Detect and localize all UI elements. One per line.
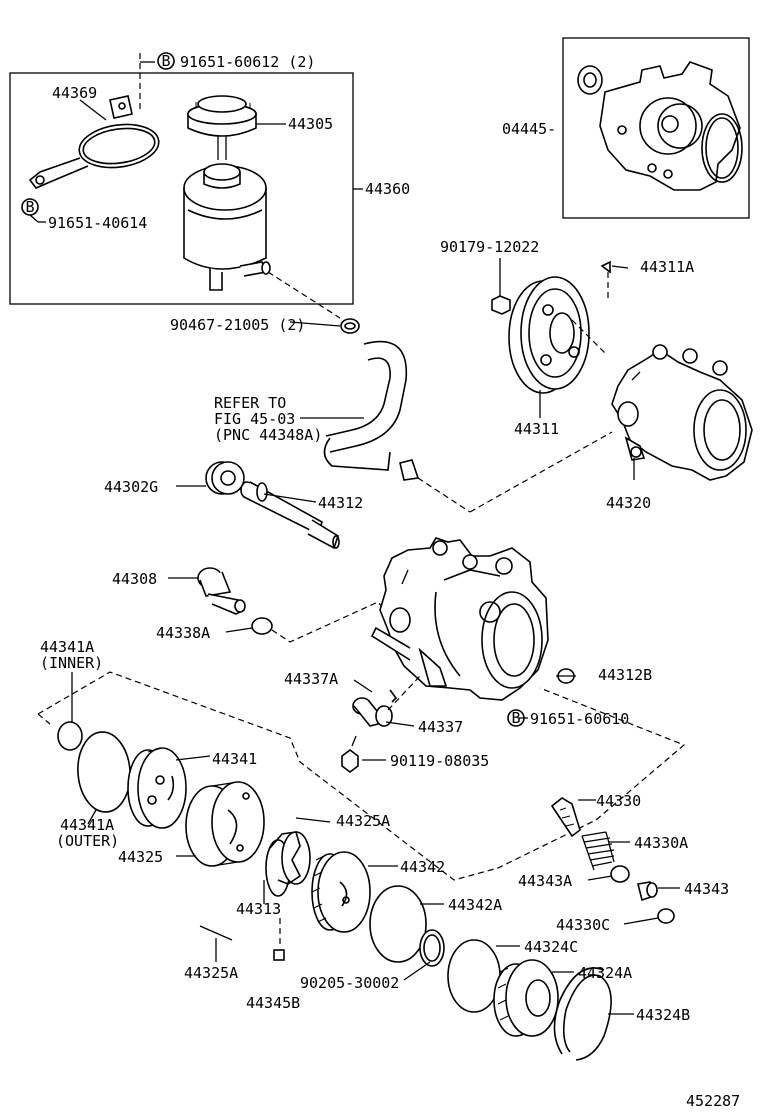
label-44369: 44369: [52, 84, 97, 102]
label-44311: 44311: [514, 420, 559, 438]
pulley-nut: [491, 258, 511, 315]
side-plate-44342: [311, 851, 371, 933]
label-44330c: 44330C: [556, 916, 610, 934]
snap-ring-44330c: [657, 908, 675, 924]
reservoir-clamp: [28, 95, 160, 189]
label-90119-08035: 90119-08035: [390, 752, 489, 770]
label-90205-30002: 90205-30002: [300, 974, 399, 992]
figure-number: 452287: [686, 1092, 740, 1110]
pin-44325a-lower: [199, 925, 233, 941]
label-inner: (INNER): [40, 654, 103, 672]
label-44312b: 44312B: [598, 666, 652, 684]
label-44341a-inner: 44341A: [40, 638, 94, 656]
pump-shaft: [240, 481, 340, 550]
spring-44330a: [581, 831, 615, 871]
pulley: [508, 276, 607, 394]
label-44325a-bottom: 44325A: [184, 964, 238, 982]
label-pnc-44348a: (PNC 44348A): [214, 426, 322, 444]
cam-ring: [185, 781, 265, 867]
label-44320: 44320: [606, 494, 651, 512]
o-ring-44343a: [610, 865, 630, 883]
side-plate-44341: [127, 747, 187, 829]
gasket-kit: [577, 61, 743, 191]
pin-44325a: [295, 817, 331, 823]
svg-text:B: B: [162, 52, 171, 70]
plug-44343: [637, 881, 658, 902]
label-91651-60612: 91651-60612 (2): [180, 53, 315, 71]
label-fig-45-03: FIG 45-03: [214, 410, 295, 428]
label-44325: 44325: [118, 848, 163, 866]
front-housing: [611, 344, 753, 481]
label-91651-40614: 91651-40614: [48, 214, 147, 232]
label-44343a: 44343A: [518, 872, 572, 890]
label-44330: 44330: [596, 792, 641, 810]
label-44341a-outer: 44341A: [60, 816, 114, 834]
label-44337a: 44337A: [284, 670, 338, 688]
b-marker-3: B: [507, 709, 525, 727]
label-91651-60610: 91651-60610: [530, 710, 629, 728]
label-44343: 44343: [684, 880, 729, 898]
seal-90205: [419, 929, 445, 967]
return-hose: [323, 340, 420, 481]
label-44305: 44305: [288, 115, 333, 133]
leader-lines: [38, 99, 680, 1015]
union-fitting: [197, 567, 246, 615]
o-ring-inner: [57, 721, 83, 751]
label-44308: 44308: [112, 570, 157, 588]
vane-44345b: [273, 949, 285, 961]
label-90179-12022: 90179-12022: [440, 238, 539, 256]
reservoir-tank: [183, 163, 271, 291]
hose-clip: [340, 318, 360, 334]
rotor: [263, 831, 311, 904]
o-ring-44342a: [369, 885, 427, 963]
b-marker-1: B: [157, 52, 175, 70]
label-90467-21005: 90467-21005 (2): [170, 316, 305, 334]
reservoir-group-box: [9, 72, 354, 305]
label-44311a: 44311A: [640, 258, 694, 276]
label-44324a: 44324A: [578, 964, 632, 982]
label-refer-to: REFER TO: [214, 394, 286, 412]
svg-text:B: B: [26, 198, 35, 216]
snap-ring-44324b: [562, 974, 612, 1061]
rear-cover: [493, 959, 559, 1037]
label-44341: 44341: [212, 750, 257, 768]
bolt-90119: [341, 735, 359, 773]
o-ring-44324c: [447, 939, 501, 1013]
label-44324b: 44324B: [636, 1006, 690, 1024]
label-44313: 44313: [236, 900, 281, 918]
label-44345b: 44345B: [246, 994, 300, 1012]
o-ring-outer: [77, 731, 131, 813]
outlet-fitting: [352, 689, 398, 727]
b-marker-2: B: [21, 198, 39, 216]
woodruff-key: [600, 260, 611, 274]
bearing: [205, 461, 245, 495]
label-44338a: 44338A: [156, 624, 210, 642]
label-44342: 44342: [400, 858, 445, 876]
label-44337: 44337: [418, 718, 463, 736]
gasket-kit-box: [562, 37, 750, 219]
label-44302g: 44302G: [104, 478, 158, 496]
label-outer: (OUTER): [56, 832, 119, 850]
o-ring-44338a: [251, 617, 273, 635]
pump-body: [370, 537, 549, 701]
reservoir-cap: [187, 95, 257, 160]
label-44324c: 44324C: [524, 938, 578, 956]
label-44325a-top: 44325A: [336, 812, 390, 830]
flow-control-valve: [550, 797, 581, 838]
svg-text:B: B: [512, 709, 521, 727]
label-44360: 44360: [365, 180, 410, 198]
label-44312: 44312: [318, 494, 363, 512]
label-44342a: 44342A: [448, 896, 502, 914]
label-44330a: 44330A: [634, 834, 688, 852]
label-04445: 04445-: [502, 120, 556, 138]
